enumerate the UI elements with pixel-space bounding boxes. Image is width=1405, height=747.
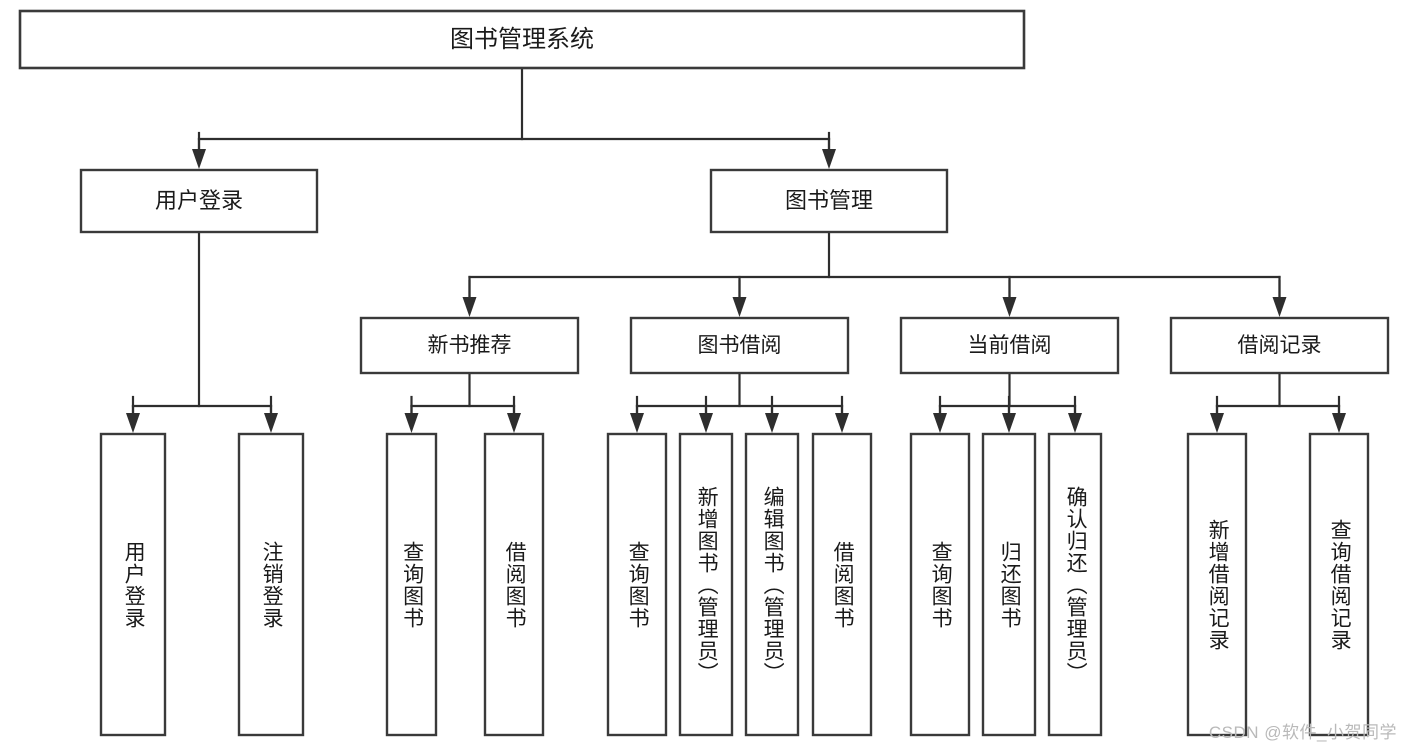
node-leaf-query-book-1[interactable] xyxy=(385,432,438,737)
node-user-login[interactable]: 用户登录 xyxy=(79,168,319,234)
node-root-root[interactable]: 图书管理系统 xyxy=(18,9,1026,70)
node-borrow-record[interactable]: 借阅记录 xyxy=(1169,316,1390,375)
node-user-login-rect[interactable] xyxy=(79,168,319,234)
arrowhead-icon-leaf-query-book-3 xyxy=(933,413,947,433)
arrowhead-icon-leaf-add-book-admin xyxy=(699,413,713,433)
node-new-book-recommend-rect[interactable] xyxy=(359,316,580,375)
node-leaf-query-book-3-rect[interactable] xyxy=(909,432,971,737)
node-leaf-borrow-book-1-rect[interactable] xyxy=(483,432,545,737)
node-leaf-return-book[interactable] xyxy=(981,432,1037,737)
node-root-root-label: 图书管理系统 xyxy=(450,26,594,53)
node-leaf-query-book-1-rect[interactable] xyxy=(385,432,438,737)
node-leaf-edit-book-admin-rect[interactable] xyxy=(744,432,800,737)
node-book-borrow-label: 图书借阅 xyxy=(698,334,782,357)
arrowhead-icon-book-manage xyxy=(822,149,836,169)
node-leaf-borrow-book-1[interactable] xyxy=(483,432,545,737)
node-new-book-recommend[interactable]: 新书推荐 xyxy=(359,316,580,375)
node-borrow-record-label: 借阅记录 xyxy=(1238,334,1322,357)
node-leaf-query-book-2-rect[interactable] xyxy=(606,432,668,737)
node-leaf-logout[interactable] xyxy=(237,432,305,737)
node-book-manage[interactable]: 图书管理 xyxy=(709,168,949,234)
arrowhead-icon-leaf-query-book-1 xyxy=(404,413,419,433)
node-leaf-query-borrow-record[interactable] xyxy=(1308,432,1370,737)
arrowhead-icon-new-book-recommend xyxy=(462,297,477,317)
node-book-manage-rect[interactable] xyxy=(709,168,949,234)
node-current-borrow[interactable]: 当前借阅 xyxy=(899,316,1120,375)
node-current-borrow-label: 当前借阅 xyxy=(968,334,1052,357)
arrowhead-icon-book-borrow xyxy=(732,297,747,317)
arrowhead-icon-leaf-add-borrow-record xyxy=(1210,413,1224,433)
node-leaf-add-book-admin-rect[interactable] xyxy=(678,432,734,737)
node-leaf-query-borrow-record-rect[interactable] xyxy=(1308,432,1370,737)
arrowhead-icon-leaf-confirm-return-admin xyxy=(1068,413,1082,433)
node-leaf-query-book-3[interactable] xyxy=(909,432,971,737)
node-leaf-logout-rect[interactable] xyxy=(237,432,305,737)
arrowhead-icon-leaf-query-book-2 xyxy=(630,413,644,433)
arrowhead-icon-leaf-borrow-book-1 xyxy=(507,413,521,433)
connectors-layer xyxy=(126,66,1346,433)
node-leaf-add-book-admin[interactable] xyxy=(678,432,734,737)
node-book-borrow[interactable]: 图书借阅 xyxy=(629,316,850,375)
arrowhead-icon-user-login xyxy=(192,149,206,169)
arrowhead-icon-leaf-query-borrow-record xyxy=(1332,413,1346,433)
node-leaf-query-book-2[interactable] xyxy=(606,432,668,737)
arrowhead-icon-leaf-return-book xyxy=(1002,413,1016,433)
node-leaf-edit-book-admin[interactable] xyxy=(744,432,800,737)
node-root-root-rect[interactable] xyxy=(18,9,1026,70)
arrowhead-icon-borrow-record xyxy=(1272,297,1287,317)
node-leaf-add-borrow-record[interactable] xyxy=(1186,432,1248,737)
node-leaf-add-borrow-record-rect[interactable] xyxy=(1186,432,1248,737)
node-leaf-confirm-return-admin[interactable] xyxy=(1047,432,1103,737)
node-leaf-user-login-rect[interactable] xyxy=(99,432,167,737)
arrowhead-icon-leaf-logout xyxy=(264,413,278,433)
node-leaf-confirm-return-admin-rect[interactable] xyxy=(1047,432,1103,737)
arrowhead-icon-leaf-user-login xyxy=(126,413,140,433)
arrowhead-icon-leaf-borrow-book-2 xyxy=(835,413,849,433)
arrowhead-icon-leaf-edit-book-admin xyxy=(765,413,779,433)
node-current-borrow-rect[interactable] xyxy=(899,316,1120,375)
watermark-text: CSDN @软件_小贺同学 xyxy=(1208,723,1397,742)
node-leaf-borrow-book-2-rect[interactable] xyxy=(811,432,873,737)
node-new-book-recommend-label: 新书推荐 xyxy=(428,334,512,357)
arrowhead-icon-current-borrow xyxy=(1002,297,1017,317)
node-leaf-return-book-rect[interactable] xyxy=(981,432,1037,737)
node-leaf-borrow-book-2[interactable] xyxy=(811,432,873,737)
node-book-borrow-rect[interactable] xyxy=(629,316,850,375)
node-borrow-record-rect[interactable] xyxy=(1169,316,1390,375)
node-user-login-label: 用户登录 xyxy=(155,188,243,213)
node-book-manage-label: 图书管理 xyxy=(785,188,873,213)
node-leaf-user-login[interactable] xyxy=(99,432,167,737)
